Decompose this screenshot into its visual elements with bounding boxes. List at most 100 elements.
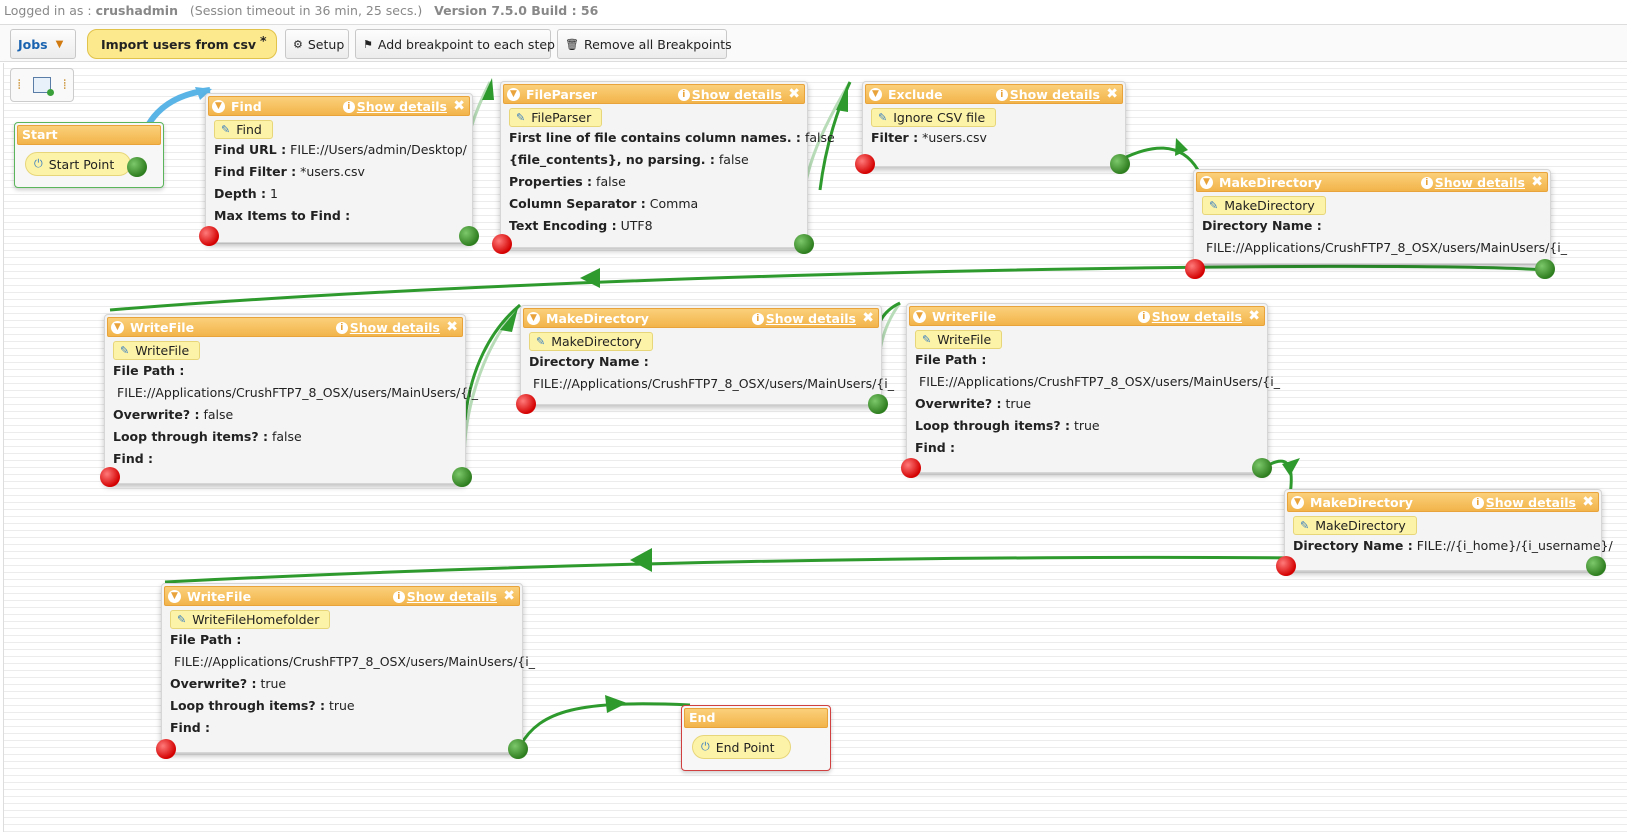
- jobs-menu-button[interactable]: Jobs ▼: [10, 29, 76, 59]
- drag-handle-icon[interactable]: ⁞: [62, 77, 67, 93]
- close-icon[interactable]: ✖: [788, 86, 800, 102]
- drag-handle-icon[interactable]: ⁞: [17, 77, 22, 93]
- success-port[interactable]: [459, 226, 479, 246]
- step-name-tag[interactable]: ✎MakeDirectory: [1293, 516, 1417, 535]
- collapse-icon[interactable]: ▼: [913, 309, 926, 323]
- error-port[interactable]: [516, 394, 536, 414]
- step-field: Depth :1: [214, 186, 278, 201]
- start-node[interactable]: Start ⏻ Start Point: [14, 122, 164, 188]
- close-icon[interactable]: ✖: [503, 588, 515, 604]
- setup-button[interactable]: ⚙ Setup: [285, 29, 349, 59]
- step-title: WriteFile: [130, 319, 195, 335]
- error-port[interactable]: [901, 458, 921, 478]
- success-port[interactable]: [1252, 458, 1272, 478]
- collapse-icon[interactable]: ▼: [168, 589, 181, 603]
- success-port[interactable]: [508, 739, 528, 759]
- step-title: FileParser: [526, 86, 598, 102]
- step-name-tag[interactable]: ✎Find: [214, 120, 273, 139]
- close-icon[interactable]: ✖: [453, 98, 465, 114]
- error-port[interactable]: [1276, 556, 1296, 576]
- step-name-tag[interactable]: ✎MakeDirectory: [529, 332, 653, 351]
- end-node[interactable]: End ⏻ End Point: [681, 705, 831, 771]
- power-icon: ⏻: [34, 157, 43, 170]
- step-name-tag[interactable]: ✎WriteFileHomefolder: [170, 610, 331, 629]
- step-field: Max Items to Find :: [214, 208, 351, 223]
- success-port[interactable]: [1586, 556, 1606, 576]
- remove-breakpoints-button[interactable]: 🗑 Remove all Breakpoints: [557, 29, 732, 59]
- collapse-icon[interactable]: ▼: [1200, 175, 1213, 189]
- close-icon[interactable]: ✖: [446, 319, 458, 335]
- collapse-icon[interactable]: ▼: [507, 87, 520, 101]
- info-icon: i: [751, 312, 764, 325]
- collapse-icon[interactable]: ▼: [527, 311, 540, 325]
- success-port[interactable]: [1535, 259, 1555, 279]
- add-breakpoint-button[interactable]: ⚑ Add breakpoint to each step: [355, 29, 555, 59]
- collapse-icon[interactable]: ▼: [212, 99, 225, 113]
- session-timeout: (Session timeout in 36 min, 25 secs.): [189, 3, 423, 18]
- error-port[interactable]: [855, 154, 875, 174]
- collapse-icon[interactable]: ▼: [869, 87, 882, 101]
- start-point[interactable]: ⏻ Start Point: [25, 152, 132, 176]
- success-port[interactable]: [1110, 154, 1130, 174]
- step-field: File Path :: [113, 363, 185, 378]
- job-name-button[interactable]: Import users from csv *: [87, 29, 277, 59]
- close-icon[interactable]: ✖: [1106, 86, 1118, 102]
- info-icon: i: [342, 100, 355, 113]
- step-name-tag[interactable]: ✎FileParser: [509, 108, 603, 127]
- info-icon: i: [1420, 176, 1433, 189]
- error-port[interactable]: [1185, 259, 1205, 279]
- step-field: Text Encoding :UTF8: [509, 218, 653, 233]
- success-port[interactable]: [452, 467, 472, 487]
- error-port[interactable]: [156, 739, 176, 759]
- close-icon[interactable]: ✖: [1582, 494, 1594, 510]
- step-name-tag[interactable]: ✎MakeDirectory: [1202, 196, 1326, 215]
- pencil-icon: ✎: [1300, 519, 1310, 532]
- start-point-label: Start Point: [48, 156, 115, 172]
- step-name-tag[interactable]: ✎WriteFile: [113, 341, 201, 360]
- close-icon[interactable]: ✖: [1248, 308, 1260, 324]
- step-name-tag[interactable]: ✎Ignore CSV file: [871, 108, 997, 127]
- error-port[interactable]: [199, 226, 219, 246]
- close-icon[interactable]: ✖: [862, 310, 874, 326]
- collapse-icon[interactable]: ▼: [111, 320, 124, 334]
- error-port[interactable]: [100, 467, 120, 487]
- success-port[interactable]: [868, 394, 888, 414]
- close-icon[interactable]: ✖: [1531, 174, 1543, 190]
- username: crushadmin: [95, 3, 178, 18]
- collapse-icon[interactable]: ▼: [1291, 495, 1304, 509]
- success-port[interactable]: [794, 234, 814, 254]
- step-name-tag[interactable]: ✎WriteFile: [915, 330, 1003, 349]
- start-output-port[interactable]: [127, 157, 147, 177]
- error-port[interactable]: [492, 234, 512, 254]
- end-point[interactable]: ⏻ End Point: [692, 735, 792, 759]
- step-palette[interactable]: ⁞ ⁞: [10, 68, 74, 102]
- add-step-icon[interactable]: [33, 77, 54, 96]
